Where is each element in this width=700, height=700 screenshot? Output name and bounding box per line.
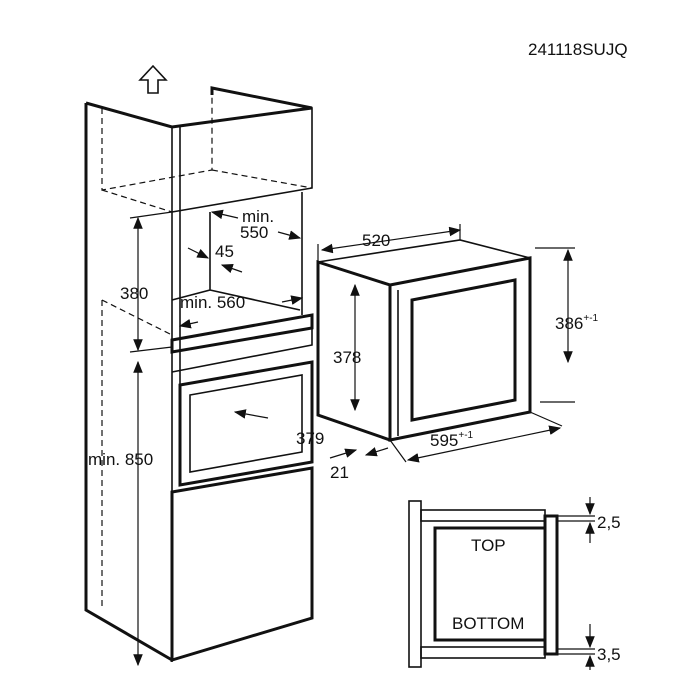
gap-label: 45: [215, 242, 234, 261]
floor-height-label: min. 850: [88, 450, 153, 469]
mounting-detail: [408, 497, 595, 670]
niche-dimensions: [129, 209, 304, 667]
top-label: TOP: [471, 536, 506, 555]
oven-unit: [316, 239, 532, 443]
front-width-label: 379: [296, 429, 324, 448]
ventilation-arrow-icon: [138, 64, 168, 94]
bottom-gap-label: 3,5: [597, 645, 621, 664]
oven-width-label: 595+-1: [430, 430, 474, 450]
model-code: 241118SUJQ: [528, 40, 628, 59]
niche-depth-label: min.: [242, 207, 274, 226]
niche-height-label: 380: [120, 284, 148, 303]
top-gap-label: 2,5: [597, 513, 621, 532]
front-depth-label: 21: [330, 463, 349, 482]
niche-depth-value: 550: [240, 223, 268, 242]
oven-height-label: 386+-1: [555, 313, 599, 333]
tall-cabinet: [84, 86, 314, 663]
oven-inner-height-label: 378: [333, 348, 361, 367]
bottom-label: BOTTOM: [452, 614, 524, 633]
oven-depth-label: 520: [362, 231, 390, 250]
niche-width-label: min. 560: [180, 293, 245, 312]
